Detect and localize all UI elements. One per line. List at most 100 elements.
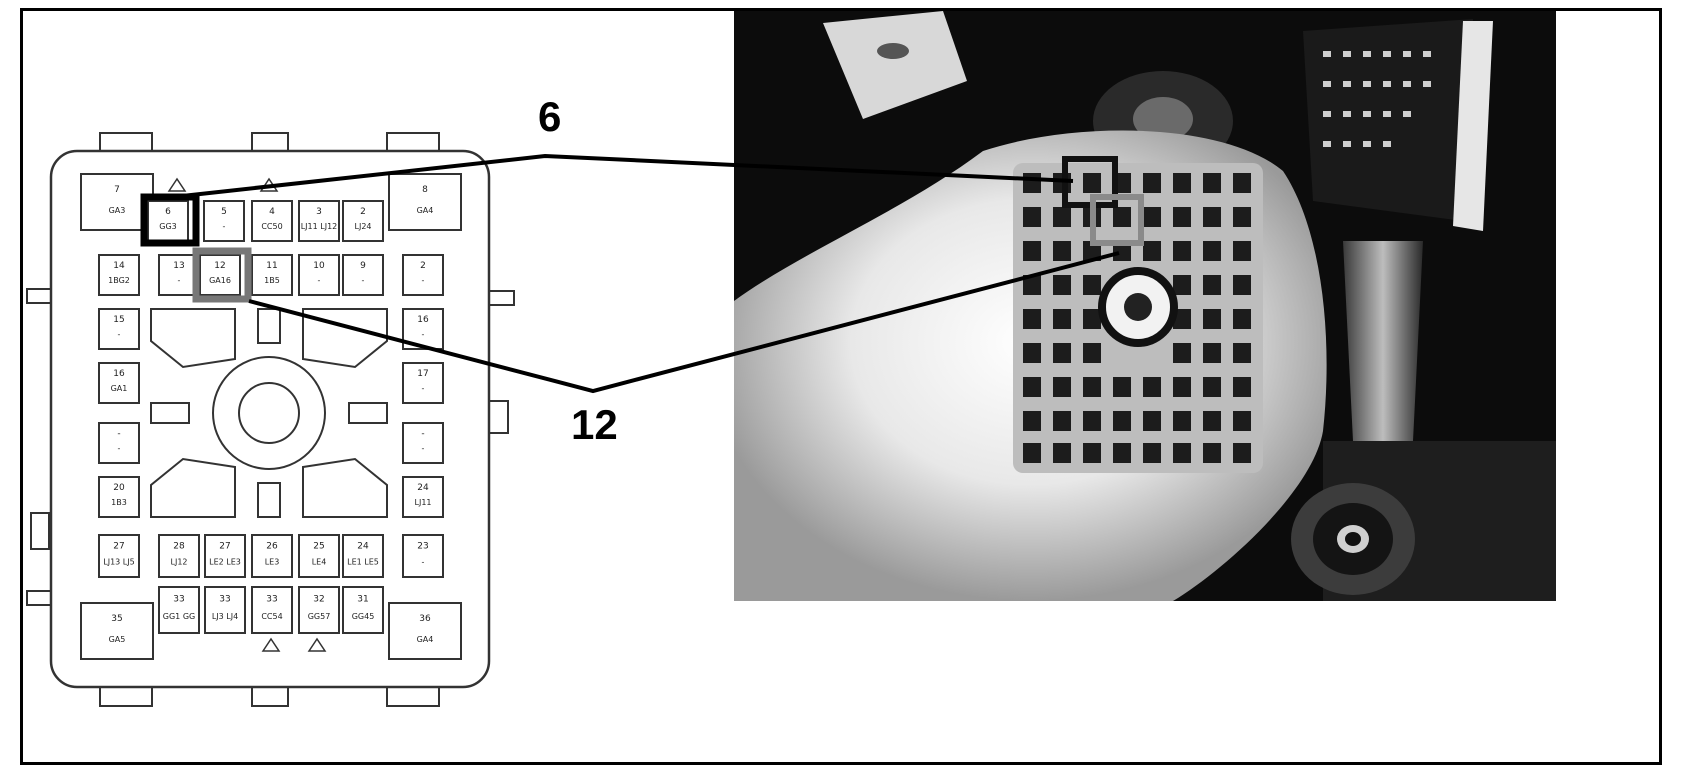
photo-cavity	[1143, 241, 1161, 261]
cavity-circuit-code: LJ11	[415, 498, 432, 507]
photo-cavity	[1083, 377, 1101, 397]
cavity-circuit-code: GA3	[109, 206, 126, 215]
cavity-circuit-code: -	[223, 222, 226, 231]
photo-cavity	[1023, 411, 1041, 431]
photo-cavity	[1143, 173, 1161, 193]
photo-cavity	[1173, 173, 1191, 193]
cavity-number: 33	[266, 595, 277, 605]
cavity-number: 33	[173, 595, 184, 605]
photo-cavity	[1173, 411, 1191, 431]
cavity-number: 8	[422, 185, 428, 195]
cavity-circuit-code: GA4	[417, 635, 434, 644]
cavity-circuit-code: LJ12	[171, 557, 188, 566]
photo-cavity	[1233, 343, 1251, 363]
cavity-number: 24	[357, 541, 369, 551]
photo-cavity	[1203, 443, 1221, 463]
photo-cavity	[1113, 377, 1131, 397]
cavity-number: 32	[313, 595, 324, 605]
cavity-circuit-code: CC50	[261, 222, 282, 231]
cavity-lower-6: 23 -	[402, 534, 444, 578]
photo-cavity	[1203, 377, 1221, 397]
cavity-top-5: 5-	[203, 200, 245, 242]
cavity-circuit-code: -	[422, 384, 425, 393]
cavity-circuit-code: -	[178, 276, 181, 285]
cavity-number: 3	[316, 207, 322, 217]
cavity-circuit-code: LE4	[312, 557, 327, 566]
cavity-number: 17	[417, 369, 428, 379]
photo-cavity	[1053, 207, 1071, 227]
cavity-number: 13	[173, 261, 184, 271]
cavity-circuit-code: LE1 LE5	[347, 557, 379, 566]
photo-cavity	[1203, 173, 1221, 193]
photo-cavity	[1203, 241, 1221, 261]
photo-cavity	[1053, 411, 1071, 431]
cavity-circuit-code: LE3	[265, 557, 280, 566]
highlight-box-pin-12	[192, 247, 252, 303]
photo-cavity	[1233, 275, 1251, 295]
photo-cavity	[1023, 207, 1041, 227]
cavity-circuit-code: -	[362, 276, 365, 285]
cavity-number: 6	[165, 207, 171, 217]
cavity-circuit-code: LJ11 LJ12	[301, 222, 338, 231]
cavity-number: 33	[219, 595, 230, 605]
photo-cavity	[1143, 443, 1161, 463]
cavity-number: 12	[214, 261, 225, 271]
cavity-row2-6: 2-	[402, 254, 444, 296]
cavity-number: 5	[221, 207, 227, 217]
photo-cavity	[1053, 377, 1071, 397]
photo-cavity	[1053, 309, 1071, 329]
cavity-circuit-code: CC54	[261, 612, 282, 621]
cavity-number: 23	[417, 541, 428, 551]
photo-cavity	[1053, 343, 1071, 363]
cavity-circuit-code: -	[118, 330, 121, 339]
photo-cavity	[1083, 275, 1101, 295]
cavity-number: 7	[114, 185, 120, 195]
photo-cavity	[1113, 443, 1131, 463]
photo-cavity	[1023, 343, 1041, 363]
photo-cavity	[1173, 275, 1191, 295]
cavity-number: 20	[113, 483, 125, 493]
cavity-circuit-code: -	[422, 557, 425, 566]
cavity-number: 27	[219, 541, 230, 551]
photo-cavity	[1173, 343, 1191, 363]
photo-cavity	[1023, 241, 1041, 261]
leader-line-12	[248, 251, 1120, 394]
cavity-number: 2	[420, 261, 426, 271]
leader-lines	[172, 153, 1120, 394]
cavity-number: 4	[269, 207, 275, 217]
cavity-circuit-code: -	[422, 444, 425, 453]
cavity-circuit-code: GA1	[111, 384, 128, 393]
cavity-number: -	[117, 429, 120, 439]
connector-center-hub	[150, 308, 388, 518]
photo-cavity	[1083, 343, 1101, 363]
cavity-number: 27	[113, 541, 124, 551]
photo-cavity	[1053, 443, 1071, 463]
photo-cavity	[1023, 443, 1041, 463]
photo-connector-block	[1013, 163, 1263, 473]
cavity-circuit-code: -	[318, 276, 321, 285]
photo-cavity	[1023, 173, 1041, 193]
photo-cavity	[1233, 173, 1251, 193]
photo-cavity	[1083, 173, 1101, 193]
photo-highlight-pin-12	[1090, 194, 1144, 246]
cavity-number: 11	[266, 261, 277, 271]
leader-line-6	[172, 153, 1074, 199]
photo-cavity	[1203, 309, 1221, 329]
highlight-box-pin-6	[140, 193, 200, 247]
photo-cavity	[1053, 275, 1071, 295]
photo-cavity	[1083, 443, 1101, 463]
cavity-row2-5: 9-	[342, 254, 384, 296]
photo-cavity	[1023, 377, 1041, 397]
cavity-left-2: --	[98, 422, 140, 464]
